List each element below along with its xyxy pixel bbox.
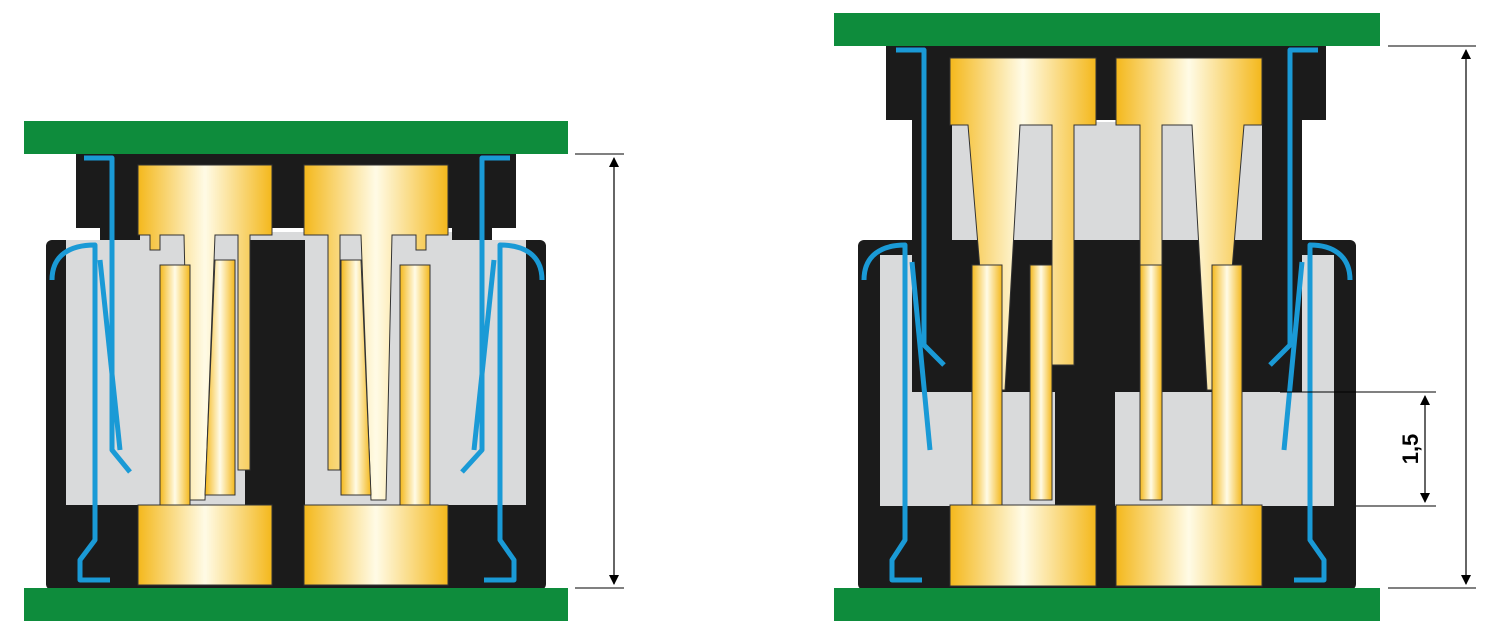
right-top-pcb <box>834 13 1380 46</box>
left-insulator-core <box>245 240 305 505</box>
right-working-range-dimension: 1,5 <box>1280 391 1436 507</box>
left-shield-left <box>49 155 132 583</box>
right-connector-assembly: 1,5 <box>834 13 1476 621</box>
left-connector-assembly <box>24 121 624 621</box>
left-top-pcb <box>24 121 568 154</box>
right-bottom-pcb <box>834 588 1380 621</box>
right-stack-height-dimension <box>1388 45 1476 589</box>
left-contact-2 <box>303 164 449 586</box>
working-range-label: 1,5 <box>1398 434 1423 465</box>
left-insulator-bridge <box>140 232 452 240</box>
left-stack-height-dimension <box>575 153 624 589</box>
left-contact-1 <box>137 164 273 586</box>
left-bottom-pcb <box>24 588 568 621</box>
right-shield-left <box>861 47 946 583</box>
right-shield-right <box>1268 47 1353 583</box>
right-contact-1-lower <box>949 264 1097 587</box>
right-contact-2-lower <box>1115 264 1263 587</box>
right-insulator-side-right <box>1302 255 1334 395</box>
left-shield-right <box>460 155 545 583</box>
